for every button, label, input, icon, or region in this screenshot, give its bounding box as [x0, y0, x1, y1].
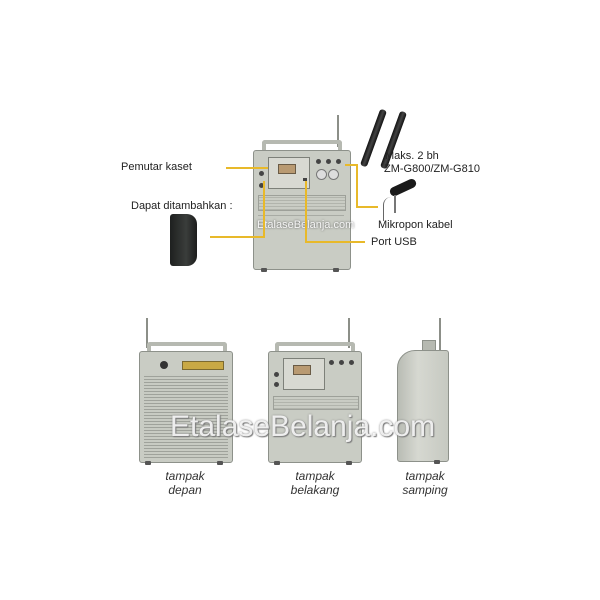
caption-back-view: tampak belakang	[280, 469, 350, 497]
wired-mic-icon	[388, 177, 418, 198]
side-antenna	[439, 318, 441, 350]
label-usb-port: Port USB	[371, 236, 417, 248]
caption-front-line1: tampak	[165, 469, 205, 483]
leader-mic-h2	[356, 206, 378, 208]
mic-jack-3	[336, 159, 341, 164]
cassette-window	[278, 164, 296, 174]
label-cassette-player: Pemutar kaset	[121, 161, 192, 173]
watermark: EtalaseBelanja.com	[170, 410, 436, 443]
carry-handle	[262, 140, 342, 154]
back-mic-jack-3	[349, 360, 354, 365]
side-view-unit	[397, 350, 449, 462]
foot-left	[261, 268, 267, 272]
side-foot	[434, 460, 440, 464]
mic-jack-1	[316, 159, 321, 164]
back-view-unit	[268, 351, 362, 463]
back-jack-1	[274, 372, 279, 377]
caption-side-line1: tampak	[405, 469, 445, 483]
mic-jack-2	[326, 159, 331, 164]
leader-speaker-h	[210, 236, 264, 238]
volume-knob-1	[316, 169, 327, 180]
back-cassette-deck	[283, 358, 325, 390]
caption-side-line2: samping	[402, 483, 448, 497]
back-vent-grille	[273, 396, 359, 410]
leader-usb-v	[305, 181, 307, 242]
leader-speaker-v	[263, 181, 265, 238]
caption-back-line1: tampak	[295, 469, 335, 483]
front-display-strip	[182, 361, 224, 370]
back-mic-jack-2	[339, 360, 344, 365]
cassette-deck	[268, 157, 310, 189]
back-mic-jack-1	[329, 360, 334, 365]
back-handle	[275, 342, 355, 355]
volume-knob-2	[328, 169, 339, 180]
caption-front-view: tampak depan	[150, 469, 220, 497]
caption-front-line2: depan	[168, 483, 202, 497]
back-cassette-window	[293, 365, 311, 375]
mic-stand	[394, 195, 396, 213]
front-foot-right	[217, 461, 223, 465]
front-power-knob	[160, 361, 168, 369]
foot-right	[333, 268, 339, 272]
usb-port-indicator	[303, 178, 307, 181]
leader-mic-v	[356, 164, 358, 207]
label-can-be-added: Dapat ditambahkan :	[131, 200, 233, 212]
label-wired-mic: Mikropon kabel	[378, 219, 453, 231]
label-wireless-mic-models: ZM-G800/ZM-G810	[384, 163, 480, 175]
amplifier-unit-back	[253, 150, 351, 270]
front-view-unit	[139, 351, 233, 463]
back-foot-left	[274, 461, 280, 465]
back-jack-2	[274, 382, 279, 387]
leader-cassette	[226, 167, 268, 169]
back-foot-right	[346, 461, 352, 465]
caption-side-view: tampak samping	[390, 469, 460, 497]
front-foot-left	[145, 461, 151, 465]
label-wireless-mics: Maks. 2 bh	[385, 150, 439, 162]
back-antenna	[348, 318, 350, 348]
front-antenna	[146, 318, 148, 348]
extra-speaker-icon	[170, 214, 197, 266]
front-handle	[147, 342, 227, 355]
leader-usb-h	[305, 241, 365, 243]
caption-back-line2: belakang	[290, 483, 340, 497]
input-jack	[259, 171, 264, 176]
antenna	[337, 115, 339, 147]
speaker-out-jack	[259, 183, 264, 188]
leader-mic-h1	[345, 164, 357, 166]
front-speaker-grille	[144, 374, 228, 458]
mic-cable	[383, 197, 394, 221]
vent-grille	[258, 195, 346, 211]
lower-panel	[258, 215, 344, 264]
